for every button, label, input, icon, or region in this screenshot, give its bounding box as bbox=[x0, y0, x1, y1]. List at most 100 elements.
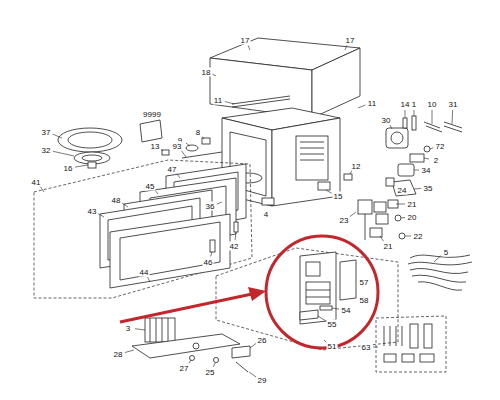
leader-line bbox=[177, 173, 180, 178]
leader-line bbox=[350, 212, 356, 217]
callout-number: 47 bbox=[167, 165, 178, 174]
callout-number: 48 bbox=[111, 196, 122, 205]
leader-line bbox=[211, 252, 212, 256]
leader-line bbox=[405, 236, 411, 237]
leader-line bbox=[186, 143, 190, 146]
callout-number: 72 bbox=[435, 142, 446, 151]
leader-line bbox=[414, 110, 415, 116]
callout-number: 5 bbox=[443, 248, 449, 257]
callout-number: 16 bbox=[63, 164, 74, 173]
leader-line bbox=[155, 190, 158, 194]
callout-number: 27 bbox=[179, 364, 190, 373]
leader-line bbox=[405, 110, 406, 118]
callout-number: 21 bbox=[383, 242, 394, 251]
leader-line bbox=[53, 134, 62, 138]
switch bbox=[410, 154, 424, 162]
leader-line bbox=[75, 165, 88, 167]
callout-number: 28 bbox=[113, 350, 124, 359]
leader-line bbox=[345, 45, 347, 50]
door-outline bbox=[34, 160, 252, 298]
leader-line bbox=[148, 277, 150, 282]
control-panel bbox=[300, 252, 356, 324]
callout-number: 29 bbox=[257, 376, 268, 385]
leader-line bbox=[53, 151, 74, 156]
callout-number: 41 bbox=[31, 178, 42, 187]
leader-line bbox=[326, 190, 332, 193]
leader-line bbox=[212, 74, 216, 76]
turntable bbox=[58, 128, 122, 168]
fan-motor bbox=[386, 116, 462, 148]
leader-line bbox=[424, 158, 429, 159]
callout-number: 31 bbox=[448, 100, 459, 109]
callout-number: 93 bbox=[172, 142, 183, 151]
wire-harness bbox=[408, 255, 472, 290]
leader-line bbox=[358, 105, 365, 108]
screw bbox=[424, 146, 430, 152]
leader-line bbox=[373, 347, 378, 348]
callout-number: 8 bbox=[195, 128, 201, 137]
leader-line bbox=[248, 45, 250, 50]
callout-number: 58 bbox=[359, 296, 370, 305]
leader-line bbox=[434, 256, 441, 262]
callout-number: 35 bbox=[423, 184, 434, 193]
part bbox=[398, 164, 414, 176]
callout-number: 51 bbox=[327, 342, 338, 351]
callout-number: 57 bbox=[359, 278, 370, 287]
part bbox=[318, 182, 330, 190]
callout-number: 54 bbox=[341, 306, 352, 315]
callout-number: 63 bbox=[361, 343, 372, 352]
callout-number: 17 bbox=[240, 36, 251, 45]
kit-outline bbox=[376, 316, 446, 372]
leader-line bbox=[432, 110, 433, 124]
callout-number: 45 bbox=[145, 182, 156, 191]
hardware-kit bbox=[384, 324, 434, 362]
part bbox=[386, 178, 394, 186]
callout-number: 12 bbox=[351, 162, 362, 171]
leader-line bbox=[225, 101, 234, 104]
rail bbox=[232, 99, 290, 107]
callout-number: 15 bbox=[333, 192, 344, 201]
callout-number: 44 bbox=[139, 268, 150, 277]
arrowhead bbox=[248, 287, 266, 301]
leader-line bbox=[249, 372, 256, 377]
callout-number: 2 bbox=[433, 156, 439, 165]
leader-line bbox=[430, 148, 433, 149]
callout-number: 22 bbox=[413, 232, 424, 241]
callout-number: 21 bbox=[407, 200, 418, 209]
leader-line bbox=[135, 329, 145, 330]
callout-number: 42 bbox=[229, 242, 240, 251]
leader-line bbox=[318, 316, 326, 321]
highlight-circle bbox=[266, 236, 378, 348]
callout-number: 26 bbox=[257, 336, 268, 345]
leader-line bbox=[350, 171, 352, 174]
part bbox=[344, 174, 352, 180]
leader-line bbox=[203, 137, 204, 139]
leader-line bbox=[390, 125, 392, 129]
clip bbox=[186, 145, 198, 151]
magnetron bbox=[132, 318, 250, 372]
leader-line bbox=[452, 110, 454, 124]
callout-number: 20 bbox=[407, 213, 418, 222]
highlight-arrow bbox=[120, 294, 252, 322]
callout-number: 43 bbox=[87, 207, 98, 216]
callout-number: 32 bbox=[41, 146, 52, 155]
callout-number: 37 bbox=[41, 128, 52, 137]
leader-line bbox=[414, 170, 419, 171]
callout-number: 46 bbox=[203, 258, 214, 267]
callout-number: 3 bbox=[125, 324, 131, 333]
leader-line bbox=[161, 149, 163, 151]
leader-line bbox=[125, 350, 134, 353]
callout-number: 23 bbox=[339, 216, 350, 225]
callout-number: 9999 bbox=[142, 110, 162, 119]
manual-sheet bbox=[140, 120, 162, 142]
callout-number: 55 bbox=[327, 320, 338, 329]
bracket bbox=[392, 180, 416, 196]
leader-line bbox=[40, 187, 44, 192]
callout-number: 24 bbox=[397, 186, 408, 195]
callout-number: 18 bbox=[201, 68, 212, 77]
door-panels bbox=[100, 164, 246, 288]
interlock-switches bbox=[358, 200, 405, 240]
outer-wrapper bbox=[210, 38, 360, 118]
leader-line bbox=[235, 233, 237, 240]
